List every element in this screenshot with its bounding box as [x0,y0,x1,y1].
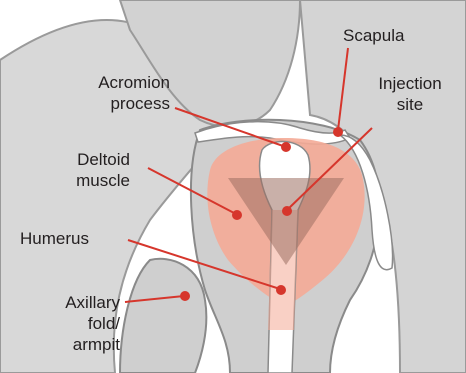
axillary-leader-dot [181,292,189,300]
scapula-leader-dot [334,128,342,136]
acromion-process-label: Acromion process [60,72,170,114]
deltoid-muscle-label: Deltoid muscle [40,149,130,191]
deltoid-label-line1: Deltoid [40,149,130,170]
injection-label-line1: Injection [365,73,455,94]
acromion-leader-dot [282,143,290,151]
humerus-label: Humerus [20,228,89,249]
axillary-label-line1: Axillary [20,292,120,313]
injection-leader-dot [283,207,291,215]
acromion-label-line2: process [60,93,170,114]
deltoid-leader-dot [233,211,241,219]
acromion-label-line1: Acromion [60,72,170,93]
deltoid-label-line2: muscle [40,170,130,191]
humerus-leader-dot [277,286,285,294]
axillary-label-line3: armpit [20,334,120,355]
scapula-label: Scapula [343,25,404,46]
axillary-label-line2: fold/ [20,313,120,334]
injection-site-label: Injection site [365,73,455,115]
axillary-fold-label: Axillary fold/ armpit [20,292,120,355]
injection-label-line2: site [365,94,455,115]
